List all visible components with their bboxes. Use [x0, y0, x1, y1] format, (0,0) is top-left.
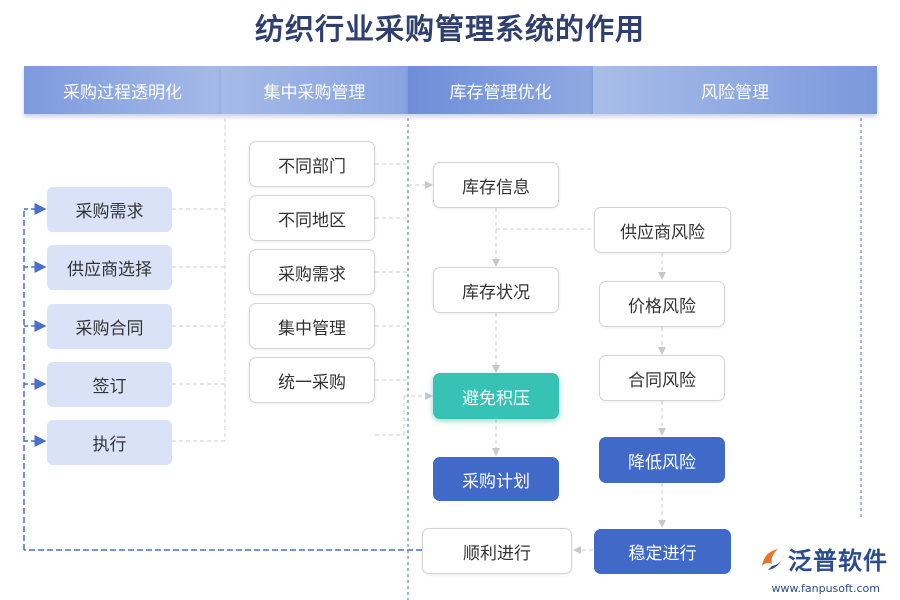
node-label: 顺利进行	[463, 543, 531, 564]
node-label: 执行	[92, 435, 127, 455]
node-sign: 签订	[47, 362, 172, 407]
node-centralized-management: 集中管理	[249, 303, 375, 349]
node-label: 统一采购	[278, 372, 346, 393]
node-label: 不同地区	[278, 210, 346, 231]
node-stable-progress: 稳定进行	[594, 529, 731, 574]
node-inventory-status: 库存状况	[433, 267, 559, 313]
node-different-regions: 不同地区	[249, 195, 375, 241]
node-label: 库存信息	[462, 177, 530, 198]
node-unified-purchasing: 统一采购	[249, 357, 375, 403]
node-label: 不同部门	[278, 156, 346, 177]
page-title: 纺织行业采购管理系统的作用	[254, 12, 645, 46]
node-purchase-demand: 采购需求	[47, 187, 172, 232]
node-supplier-risk: 供应商风险	[594, 207, 731, 253]
node-label: 采购需求	[278, 264, 346, 285]
header-risk: 风险管理	[593, 66, 877, 114]
node-purchase-contract: 采购合同	[47, 304, 172, 349]
node-smooth-progress: 顺利进行	[422, 528, 572, 574]
node-label: 供应商选择	[67, 260, 152, 280]
logo-name: 泛普软件	[788, 547, 888, 575]
node-avoid-overstock: 避免积压	[433, 373, 559, 419]
node-label: 采购计划	[462, 471, 530, 492]
node-execute: 执行	[47, 420, 172, 465]
node-supplier-selection: 供应商选择	[47, 245, 172, 290]
node-purchase-plan: 采购计划	[433, 457, 559, 501]
header-label: 库存管理优化	[449, 82, 552, 103]
header-transparency: 采购过程透明化	[24, 66, 221, 114]
node-label: 稳定进行	[628, 544, 697, 564]
header-label: 集中采购管理	[263, 82, 366, 103]
logo-url: www.fanpusoft.com	[771, 582, 880, 595]
header-label: 风险管理	[701, 82, 769, 103]
header-centralized: 集中采购管理	[221, 66, 408, 114]
node-label: 降低风险	[628, 452, 696, 473]
node-label: 供应商风险	[620, 222, 705, 243]
node-price-risk: 价格风险	[599, 281, 725, 327]
node-different-departments: 不同部门	[249, 141, 375, 187]
header-inventory: 库存管理优化	[408, 66, 593, 114]
node-purchase-demand-2: 采购需求	[249, 249, 375, 295]
logo-icon	[762, 548, 784, 570]
node-label: 签订	[92, 377, 127, 397]
node-inventory-info: 库存信息	[433, 162, 559, 208]
node-label: 价格风险	[628, 296, 696, 317]
node-label: 集中管理	[278, 318, 346, 339]
node-label: 采购合同	[75, 319, 144, 339]
node-label: 库存状况	[462, 282, 530, 303]
node-reduce-risk: 降低风险	[599, 437, 725, 483]
node-contract-risk: 合同风险	[599, 355, 725, 401]
node-label: 采购需求	[75, 202, 144, 222]
node-label: 合同风险	[628, 370, 696, 391]
node-label: 避免积压	[462, 388, 530, 409]
brand-logo: 泛普软件	[758, 541, 888, 576]
header-label: 采购过程透明化	[63, 82, 182, 103]
